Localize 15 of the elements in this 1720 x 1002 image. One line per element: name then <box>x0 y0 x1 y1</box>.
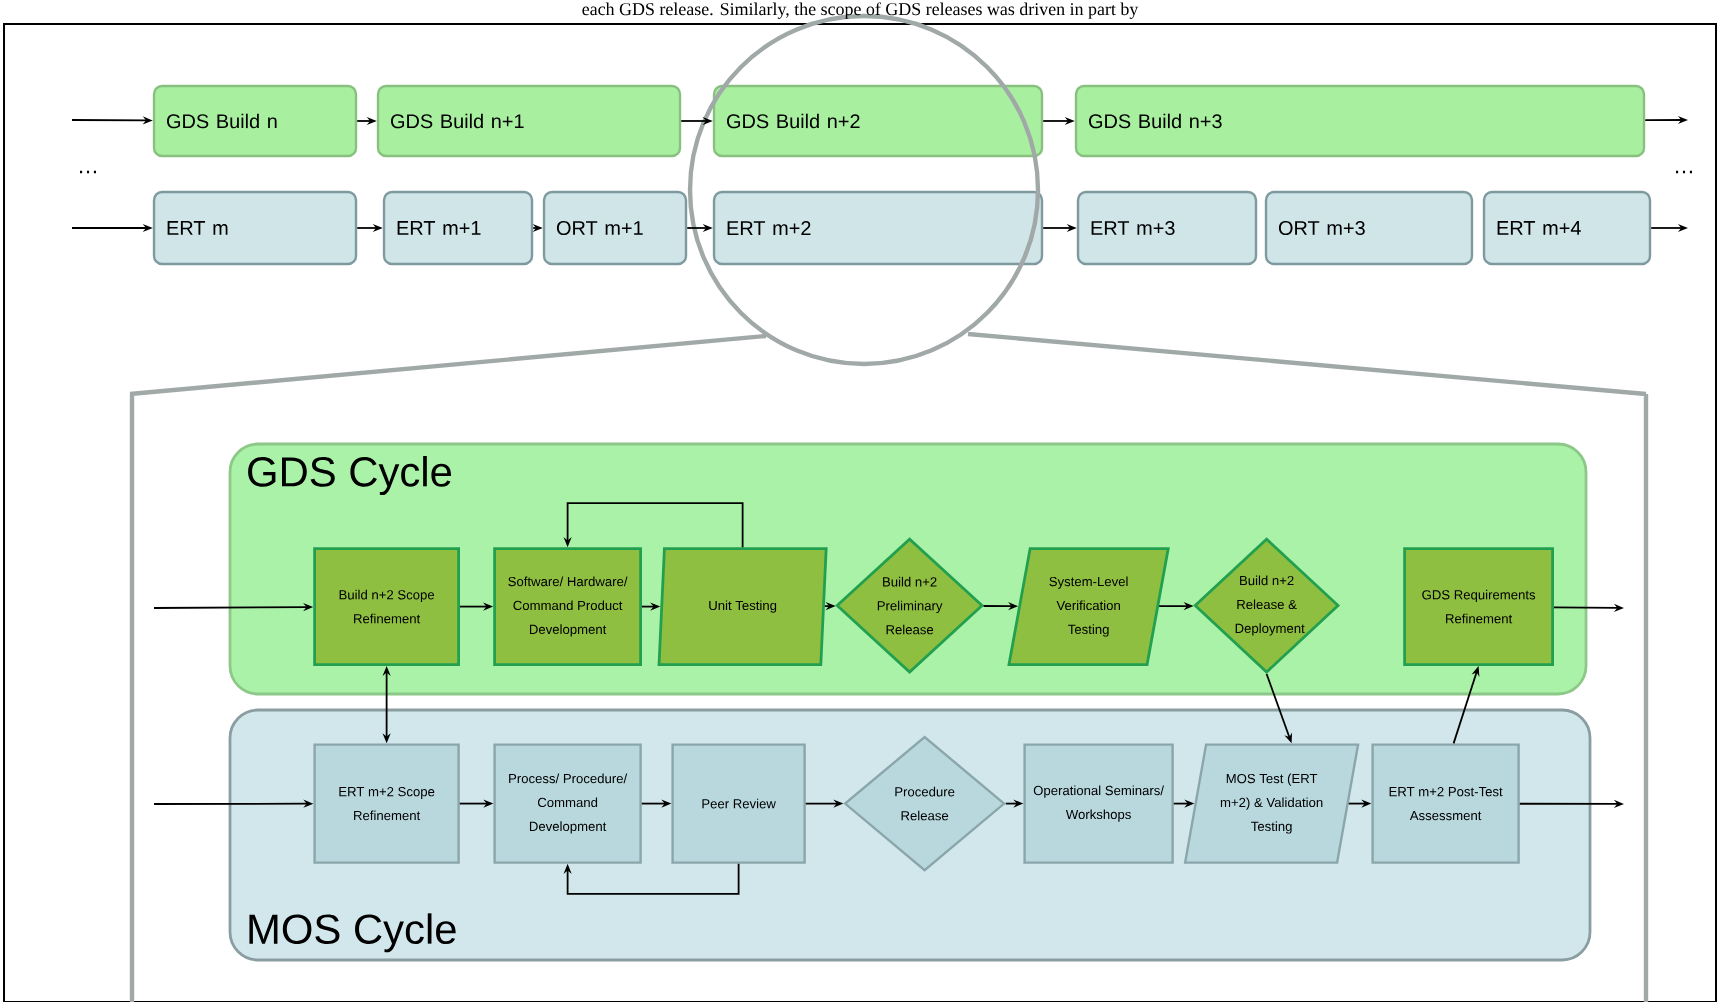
build-box: GDS Build n <box>152 84 358 158</box>
release-box: ERT m <box>152 190 358 266</box>
arrow <box>563 862 740 895</box>
build-box: GDS Build n+1 <box>376 84 682 158</box>
release-box: ERT m+4 <box>1482 190 1652 266</box>
build-box: GDS Build n+3 <box>1074 84 1646 158</box>
ellipsis: … <box>80 170 96 174</box>
release-box: ERT m+3 <box>1076 190 1258 266</box>
release-box: ERT m+2 <box>712 190 1044 266</box>
release-box: ERT m+1 <box>382 190 534 266</box>
body-text: each GDS release. Similarly, the scope of GDS releases was driven in part by <box>582 2 1139 19</box>
release-box: ORT m+3 <box>1264 190 1474 266</box>
build-box: GDS Build n+2 <box>712 84 1044 158</box>
release-box: ORT m+1 <box>542 190 688 266</box>
ellipsis: … <box>1676 170 1692 174</box>
